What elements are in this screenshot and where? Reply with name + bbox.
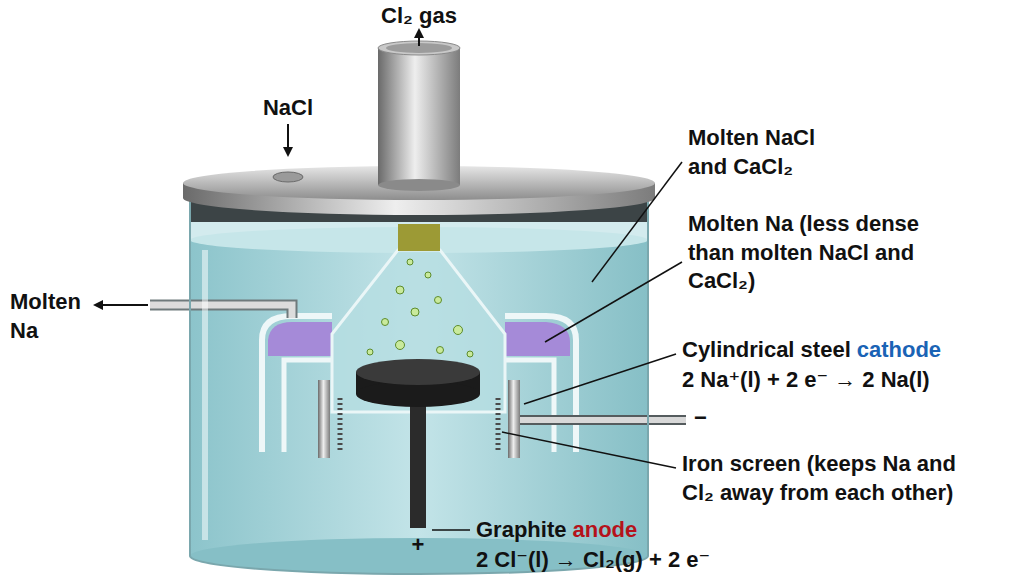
cell-lid [378, 48, 460, 185]
chlorine-collector-cone [332, 224, 505, 412]
cell-interior [190, 240, 648, 556]
part-name: Cylindrical steel [682, 336, 851, 365]
steel-cathode [318, 380, 686, 458]
cell-lid [183, 41, 655, 215]
sodium-collector [150, 305, 292, 318]
sodium-collector [505, 322, 570, 356]
electrode-name: anode [572, 516, 637, 545]
terminal-sign: − [694, 404, 707, 433]
leader-lines [432, 162, 682, 530]
graphite-anode [356, 359, 480, 528]
gas-product-label: Cl₂ gas [381, 2, 457, 31]
steel-cathode [318, 380, 330, 458]
outlet-label: Molten Na [10, 288, 95, 345]
steel-cathode [520, 417, 686, 423]
graphite-anode [356, 359, 480, 385]
chlorine-bubbles [396, 341, 405, 350]
steel-cathode [508, 380, 520, 458]
screen-label: Iron screen (keeps Na and Cl₂ away from … [682, 450, 982, 507]
steel-cathode [520, 415, 686, 425]
leader-lines [592, 162, 682, 282]
leader-lines [524, 354, 676, 404]
cell-lid [273, 172, 303, 182]
chlorine-bubbles [367, 259, 473, 357]
leader-lines [502, 432, 676, 468]
chlorine-bubbles [437, 347, 444, 354]
chlorine-collector-cone [398, 224, 440, 251]
terminal-sign: + [412, 531, 425, 560]
chlorine-bubbles [367, 349, 373, 355]
cell-interior [190, 192, 648, 557]
flow-arrows [98, 304, 148, 306]
sodium-collector [150, 305, 292, 318]
chlorine-bubbles [407, 259, 413, 265]
glass-wall [647, 192, 649, 556]
chlorine-bubbles [467, 351, 473, 357]
leader-lines [545, 262, 682, 342]
chlorine-bubbles [411, 308, 419, 316]
cell-interior [190, 192, 648, 574]
glass-wall [202, 250, 208, 540]
cell-lid [378, 179, 460, 191]
feed-label: NaCl [263, 94, 313, 123]
flow-arrows [98, 33, 419, 305]
half-reaction: 2 Cl⁻(l) → Cl₂(g) + 2 e⁻ [476, 546, 710, 575]
glass-wall [189, 192, 191, 556]
sodium-collector [268, 322, 332, 356]
leader-lines [432, 529, 470, 531]
chlorine-bubbles [396, 286, 404, 294]
chlorine-bubbles [382, 319, 389, 326]
chlorine-collector-cone [332, 250, 505, 412]
electrode-name: cathode [857, 336, 941, 365]
chlorine-bubbles [435, 297, 442, 304]
flow-arrows [287, 124, 289, 152]
graphite-anode [410, 392, 426, 528]
flow-arrows [418, 33, 420, 46]
iron-screen [496, 398, 501, 450]
chlorine-bubbles [454, 326, 463, 335]
part-name: Graphite [476, 516, 566, 545]
sodium-layer-label: Molten Na (less dense than molten NaCl a… [688, 210, 923, 296]
half-reaction: 2 Na⁺(l) + 2 e⁻ → 2 Na(l) [682, 366, 930, 395]
electrolyte-label: Molten NaCl and CaCl₂ [688, 124, 848, 181]
iron-screen [338, 398, 343, 450]
chlorine-bubbles [425, 272, 431, 278]
glass-wall [190, 192, 648, 574]
